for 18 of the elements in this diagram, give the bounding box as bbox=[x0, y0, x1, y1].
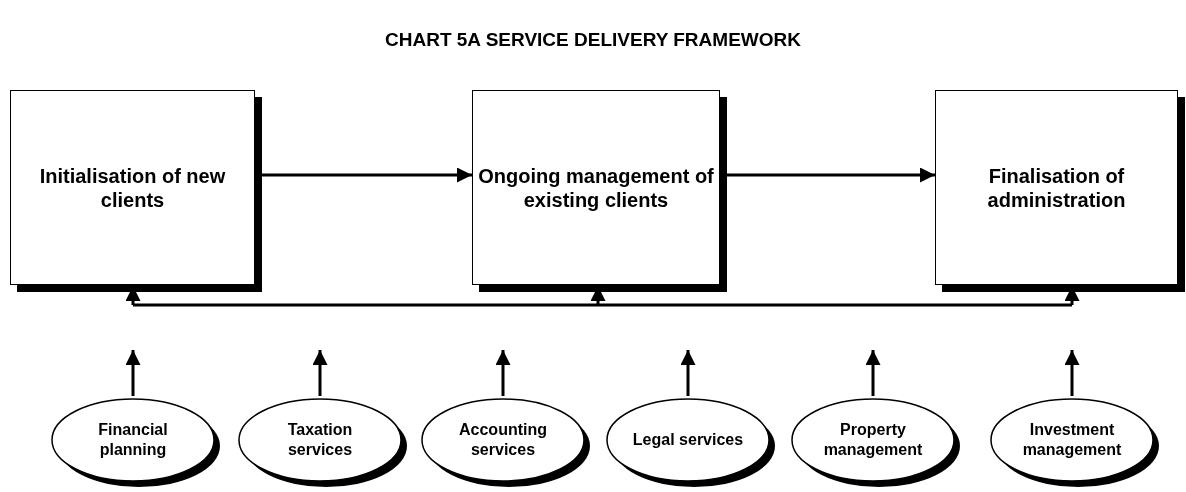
arrow bbox=[125, 350, 141, 396]
ellipse-label: Investment management bbox=[1021, 420, 1123, 460]
box-label: Finalisation of administration bbox=[986, 163, 1127, 212]
chart-title: CHART 5A SERVICE DELIVERY FRAMEWORK bbox=[384, 28, 802, 52]
arrow bbox=[865, 350, 881, 396]
arrow bbox=[680, 350, 696, 396]
box-label: Initialisation of new clients bbox=[38, 163, 227, 212]
arrow bbox=[727, 167, 935, 183]
ellipse-label: Property management bbox=[822, 420, 924, 460]
box-label: Ongoing management of existing clients bbox=[477, 163, 715, 212]
ellipse-label: Legal services bbox=[631, 430, 745, 450]
arrow bbox=[495, 350, 511, 396]
arrow bbox=[262, 167, 472, 183]
arrow bbox=[1064, 350, 1080, 396]
arrow bbox=[312, 350, 328, 396]
ellipse-label: Accounting services bbox=[458, 420, 548, 460]
ellipse-label: Taxation services bbox=[286, 420, 354, 460]
ellipse-label: Financial planning bbox=[97, 420, 169, 460]
